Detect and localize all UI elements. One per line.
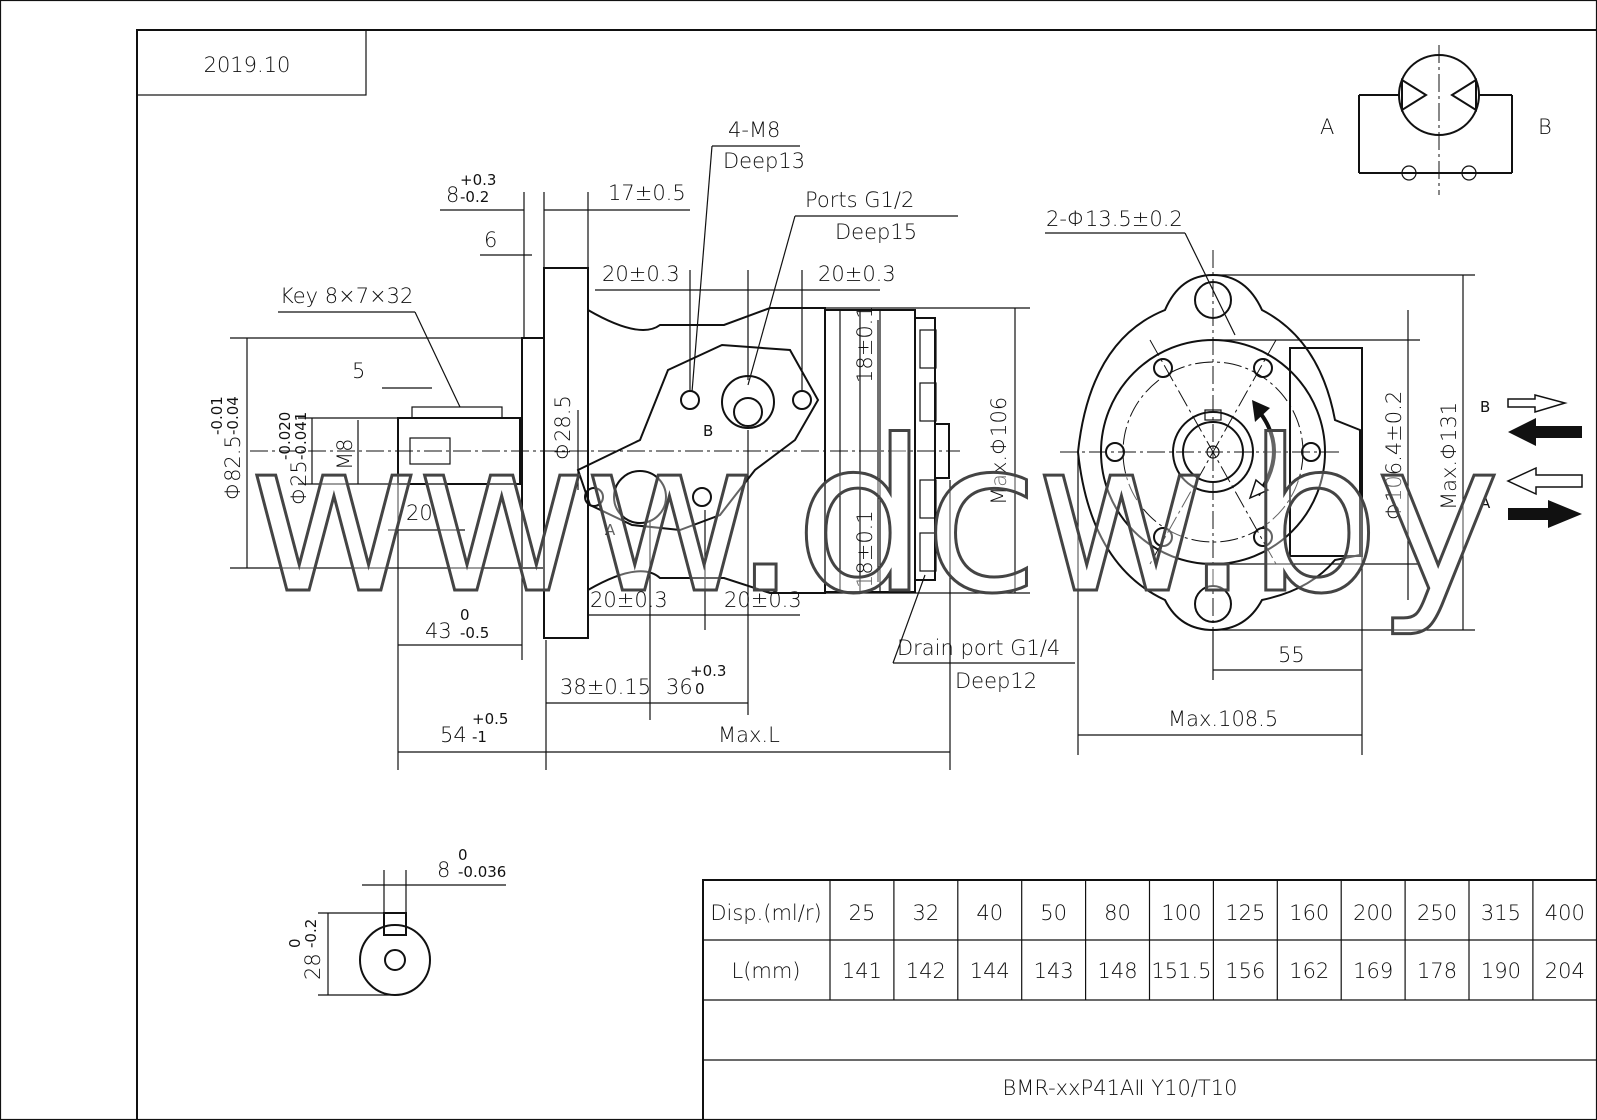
symbol-port-a: A (1320, 115, 1334, 139)
table-length-cell: 142 (906, 959, 946, 983)
model-code: BMR-xxP41AⅡ Y10/T10 (1003, 1076, 1238, 1100)
table-length-cell: 178 (1417, 959, 1457, 983)
symbol-port-b: B (1538, 115, 1552, 139)
mount-holes-label: 2-Φ13.5±0.2 (1046, 207, 1183, 231)
flow-label-b: B (1480, 398, 1490, 416)
table-length-cell: 151.5 (1151, 959, 1211, 983)
holes-label: 4-M8 (728, 118, 780, 142)
dim-d25: Φ25 (287, 460, 311, 505)
dim-55: 55 (1278, 643, 1305, 667)
dim-43-sup: 0 (460, 606, 470, 624)
dim-8: 8 (446, 183, 459, 207)
table-length-cell: 156 (1225, 959, 1265, 983)
dim-43: 43 (425, 619, 452, 643)
dim-max-d106: Max.Φ106 (987, 397, 1011, 505)
dim-d25-sub: -0.041 (292, 412, 310, 460)
drain-label: Drain port G1/4 (897, 636, 1060, 660)
table-disp-cell: 80 (1104, 901, 1131, 925)
dim-28-sup: 0 (286, 938, 304, 948)
drawing-frame (136, 29, 1597, 1120)
table-disp-cell: 160 (1289, 901, 1329, 925)
shaft-key-section: 8 0 -0.036 28 0 -0.2 (286, 846, 506, 996)
dim-17: 17±0.5 (608, 181, 686, 205)
side-port-a: A (605, 521, 616, 539)
dim-54: 54 (440, 723, 467, 747)
side-port-b: B (703, 422, 713, 440)
table-disp-cell: 100 (1161, 901, 1201, 925)
dim-max-l: Max.L (718, 723, 780, 747)
dim-d106-4: Φ106.4±0.2 (1382, 391, 1406, 520)
date-box (136, 29, 367, 96)
dim-m8: M8 (333, 439, 357, 470)
hydraulic-symbol: A B (1320, 45, 1552, 195)
table-length-cell: 148 (1098, 959, 1138, 983)
dim-36: 36 (666, 675, 693, 699)
dim-key-width-sup: 0 (458, 846, 468, 864)
table-length-header: L(mm) (732, 959, 801, 983)
dim-6: 6 (484, 228, 497, 252)
key-label: Key 8×7×32 (280, 284, 413, 308)
flow-label-a: A (1480, 494, 1491, 512)
dim-d82-sub: -0.04 (224, 396, 242, 435)
dim-20-top-left: 20±0.3 (602, 262, 680, 286)
dim-8-sup: +0.3 (460, 171, 496, 189)
dim-18-bottom: 18±0.1 (853, 510, 877, 588)
dim-20-bottom-right: 20±0.3 (724, 588, 802, 612)
dim-d82-sup: -0.01 (208, 396, 226, 435)
table-disp-cell: 40 (976, 901, 1003, 925)
table-length-cell: 162 (1289, 959, 1329, 983)
front-view-dimensions: 2-Φ13.5±0.2 Φ106.4±0.2 Max.Φ131 55 Max.1… (1045, 207, 1475, 755)
dim-key-width: 8 (437, 858, 450, 882)
table-length-cell: 204 (1545, 959, 1585, 983)
table-length-cell: 190 (1481, 959, 1521, 983)
holes-depth: Deep13 (723, 149, 805, 173)
table-length-cell: 144 (970, 959, 1010, 983)
dim-28: 28 (301, 953, 325, 980)
watermark: www.dcw.by (248, 395, 1496, 640)
dim-20-bottom-left: 20±0.3 (590, 588, 668, 612)
dim-5: 5 (352, 359, 365, 383)
table-disp-cell: 200 (1353, 901, 1393, 925)
table-disp-cell: 50 (1040, 901, 1067, 925)
table-length-cell: 143 (1034, 959, 1074, 983)
dim-key-width-sub: -0.036 (458, 863, 506, 881)
dim-8-sub: -0.2 (460, 188, 489, 206)
table-disp-cell: 250 (1417, 901, 1457, 925)
dim-20-top-right: 20±0.3 (818, 262, 896, 286)
table-disp-cell: 125 (1225, 901, 1265, 925)
table-disp-cell: 315 (1481, 901, 1521, 925)
dim-max-d131: Max.Φ131 (1437, 402, 1461, 510)
table-length-cell: 169 (1353, 959, 1393, 983)
table-length-cell: 141 (842, 959, 882, 983)
dim-20: 20 (406, 501, 433, 525)
drain-depth: Deep12 (955, 669, 1037, 693)
dim-18-top: 18±0.1 (853, 305, 877, 383)
table-disp-cell: 32 (912, 901, 939, 925)
dim-43-sub: -0.5 (460, 624, 489, 642)
dim-max-108-5: Max.108.5 (1168, 707, 1278, 731)
table-disp-cell: 25 (849, 901, 876, 925)
drawing-date: 2019.10 (204, 53, 291, 77)
dim-54-sub: -1 (472, 728, 487, 746)
dim-36-sup: +0.3 (690, 662, 726, 680)
dim-38: 38±0.15 (560, 675, 651, 699)
dim-d25-sup: -0.020 (276, 412, 294, 460)
ports-label: Ports G1/2 (805, 188, 914, 212)
spec-table: Disp.(ml/r) L(mm) BMR-xxP41AⅡ Y10/T10 25… (702, 879, 1597, 1120)
dim-36-sub: 0 (695, 680, 705, 698)
flow-direction-arrows: B A (1480, 394, 1583, 528)
ports-depth: Deep15 (835, 220, 917, 244)
dim-d82: Φ82.5 (221, 435, 245, 500)
table-disp-cell: 400 (1545, 901, 1585, 925)
table-disp-header: Disp.(ml/r) (710, 901, 821, 925)
side-view-dimensions: Φ82.5 -0.01 -0.04 Φ25 -0.020 -0.041 M8 5… (208, 118, 1075, 770)
dim-54-sup: +0.5 (472, 710, 508, 728)
dim-28-sub: -0.2 (302, 919, 320, 948)
dim-d28-5: Φ28.5 (551, 395, 575, 460)
